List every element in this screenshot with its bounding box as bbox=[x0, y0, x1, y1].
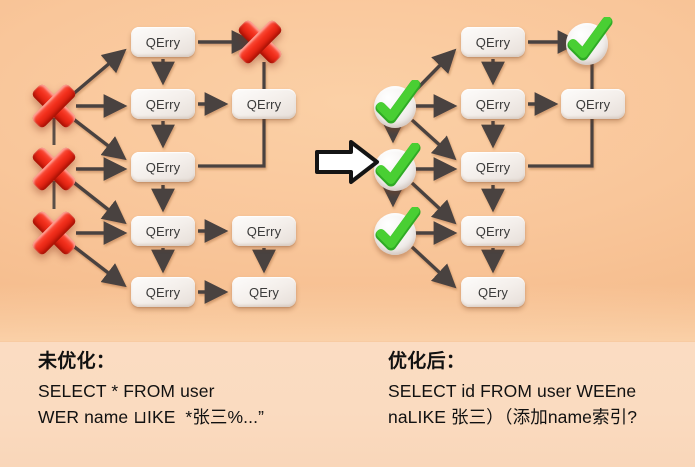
query-node-label: QErry bbox=[475, 223, 511, 239]
query-node[interactable]: QErry bbox=[461, 152, 525, 182]
optimized-sql-line-1: SELECT id FROM user WEEne bbox=[388, 381, 637, 401]
query-node-label: QErry bbox=[145, 223, 181, 239]
right-diagram-edges bbox=[381, 30, 594, 289]
x-mark-icon bbox=[26, 78, 82, 134]
query-node-label: QErry bbox=[145, 34, 181, 50]
unoptimized-sql-line-1: SELECT * FROM user bbox=[38, 381, 215, 401]
query-node[interactable]: QEry bbox=[232, 277, 296, 307]
query-node[interactable]: QErry bbox=[461, 27, 525, 57]
check-mark-icon bbox=[562, 17, 614, 69]
query-node[interactable]: QErry bbox=[461, 89, 525, 119]
optimized-diagram: QErry QErry QErry QErry QErry QEry bbox=[350, 0, 695, 342]
query-node[interactable]: QErry bbox=[131, 27, 195, 57]
query-node-label: QEry bbox=[477, 284, 508, 300]
query-node[interactable]: QErry bbox=[232, 89, 296, 119]
x-mark-icon bbox=[26, 205, 82, 261]
right-arrow-icon bbox=[315, 140, 379, 184]
query-node[interactable]: QErry bbox=[461, 216, 525, 246]
query-node-label: QErry bbox=[246, 223, 282, 239]
check-mark-icon bbox=[370, 80, 422, 132]
query-node-label: QErry bbox=[145, 284, 181, 300]
x-mark-icon bbox=[232, 14, 288, 70]
unoptimized-diagram: QErry QErry QErry QErry QErry QErry QErr… bbox=[0, 0, 350, 342]
query-node[interactable]: QErry bbox=[131, 216, 195, 246]
query-node[interactable]: QErry bbox=[131, 277, 195, 307]
query-node-label: QErry bbox=[475, 96, 511, 112]
query-node-label: QEry bbox=[248, 284, 279, 300]
optimized-caption: 优化后： SELECT id FROM user WEEne naLIKE 张三… bbox=[388, 349, 688, 430]
query-node[interactable]: QEry bbox=[461, 277, 525, 307]
query-node-label: QErry bbox=[246, 96, 282, 112]
unoptimized-heading: 未优化： bbox=[38, 351, 116, 372]
unoptimized-caption: 未优化： SELECT * FROM user WER name ⊔IKE *张… bbox=[38, 349, 338, 430]
query-node-label: QErry bbox=[475, 159, 511, 175]
query-node-label: QErry bbox=[145, 159, 181, 175]
check-mark-icon bbox=[370, 207, 422, 259]
query-node[interactable]: QErry bbox=[232, 216, 296, 246]
optimized-heading: 优化后： bbox=[388, 351, 466, 372]
query-node[interactable]: QErry bbox=[561, 89, 625, 119]
query-node-label: QErry bbox=[145, 96, 181, 112]
panel-divider bbox=[0, 341, 695, 342]
query-node-label: QErry bbox=[475, 34, 511, 50]
query-node[interactable]: QErry bbox=[131, 152, 195, 182]
query-node-label: QErry bbox=[575, 96, 611, 112]
x-mark-icon bbox=[26, 141, 82, 197]
optimized-sql-line-2: naLIKE 张三）（添加name索引? bbox=[388, 407, 638, 427]
query-node[interactable]: QErry bbox=[131, 89, 195, 119]
unoptimized-sql-line-2: WER name ⊔IKE *张三%...” bbox=[38, 407, 264, 427]
lower-background bbox=[0, 342, 695, 467]
